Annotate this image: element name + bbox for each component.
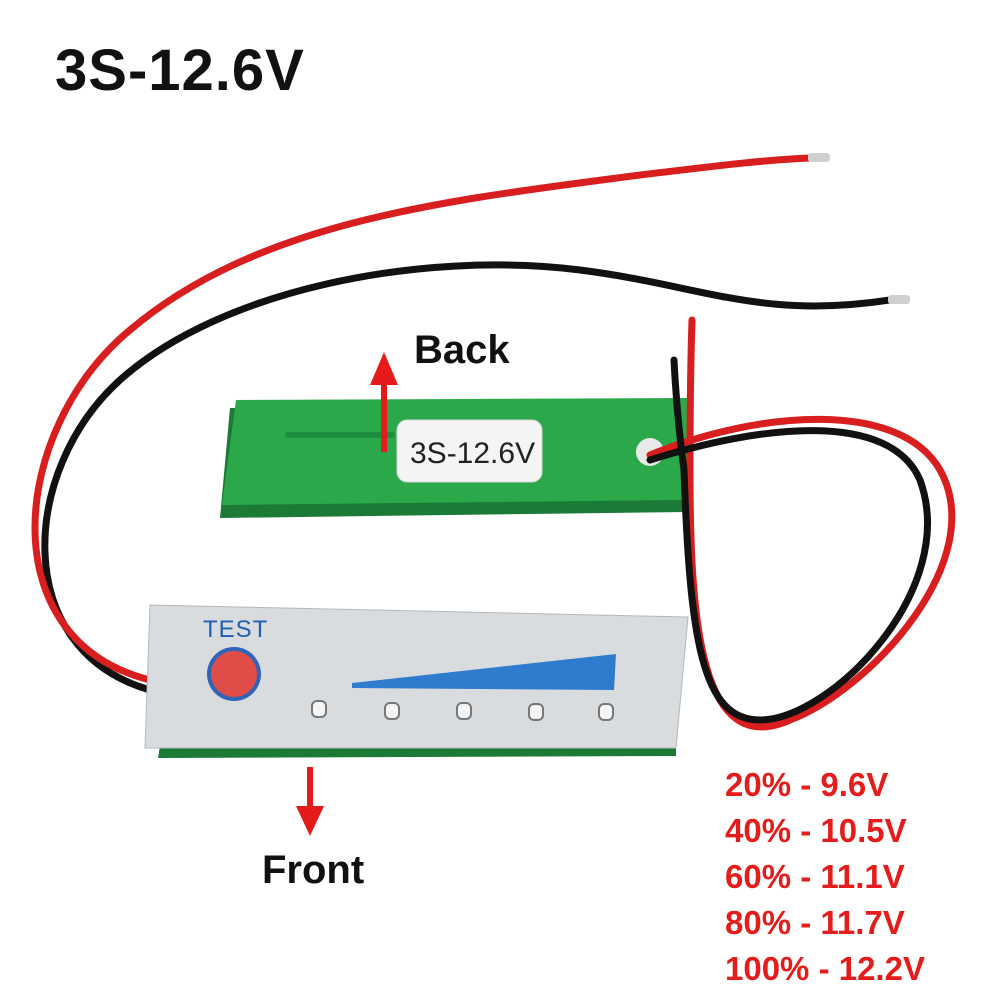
voltage-level-list: 20% - 9.6V 40% - 10.5V 60% - 11.1V 80% -… [725,762,925,992]
product-title: 3S-12.6V [55,38,305,103]
front-label: Front [262,848,365,892]
test-label: TEST [203,616,268,643]
led-3 [456,702,472,720]
voltage-level-item: 40% - 10.5V [725,812,907,849]
back-sticker [396,419,543,483]
black-wire [41,261,894,694]
level-indicator-bar [352,654,616,690]
voltage-level-item: 100% - 12.2V [725,950,925,987]
led-2 [384,702,400,720]
black-loop-wire [646,356,931,724]
front-board: TEST [144,604,689,758]
black-wire-tip [888,295,910,304]
back-board: 3S-12.6V [220,398,690,518]
back-label: Back [414,328,510,372]
voltage-level-item: 20% - 9.6V [725,766,889,803]
back-arrow-icon [370,352,398,452]
voltage-level-item: 60% - 11.1V [725,858,905,895]
led-indicators [311,700,614,721]
led-4 [528,703,544,721]
red-loop-wire [646,316,956,731]
red-wire [31,154,814,684]
back-sticker-text: 3S-12.6V [410,437,535,470]
led-1 [311,700,327,718]
voltage-level-item: 80% - 11.7V [725,904,905,941]
led-5 [598,703,614,721]
front-arrow-icon [296,767,324,836]
red-wire-tip [808,153,830,162]
